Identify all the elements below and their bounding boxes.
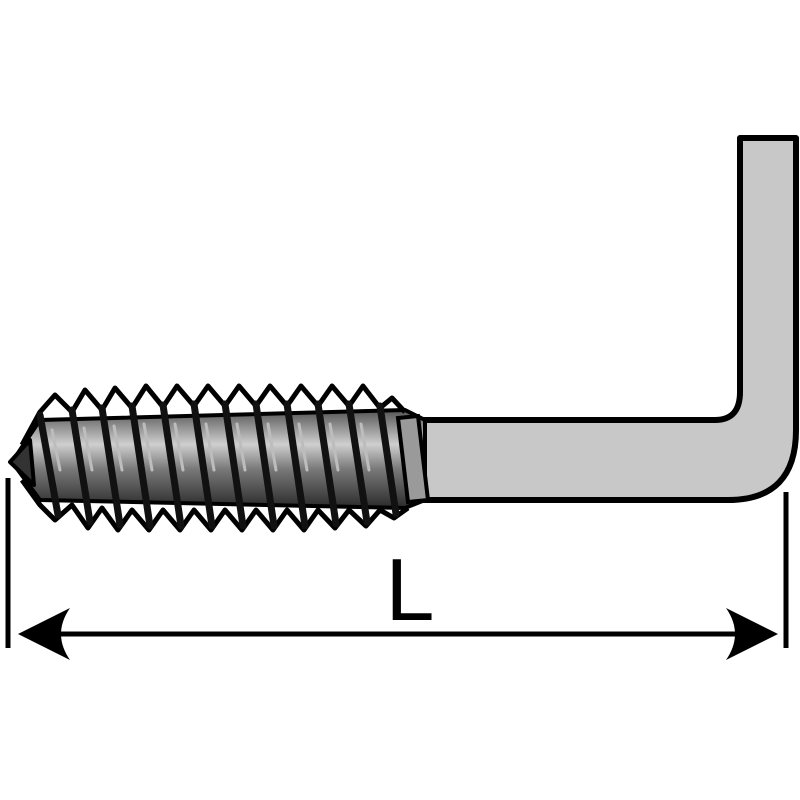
thread-tip	[8, 438, 36, 487]
threaded-section	[8, 383, 431, 533]
thread-collar	[395, 413, 431, 505]
dimension-label-length: L	[386, 540, 435, 639]
arrowhead-left	[18, 608, 70, 660]
hook-body	[407, 135, 799, 503]
thread-helix-lines	[36, 400, 400, 530]
arrowhead-right	[726, 608, 778, 660]
thread-highlights	[50, 422, 371, 472]
